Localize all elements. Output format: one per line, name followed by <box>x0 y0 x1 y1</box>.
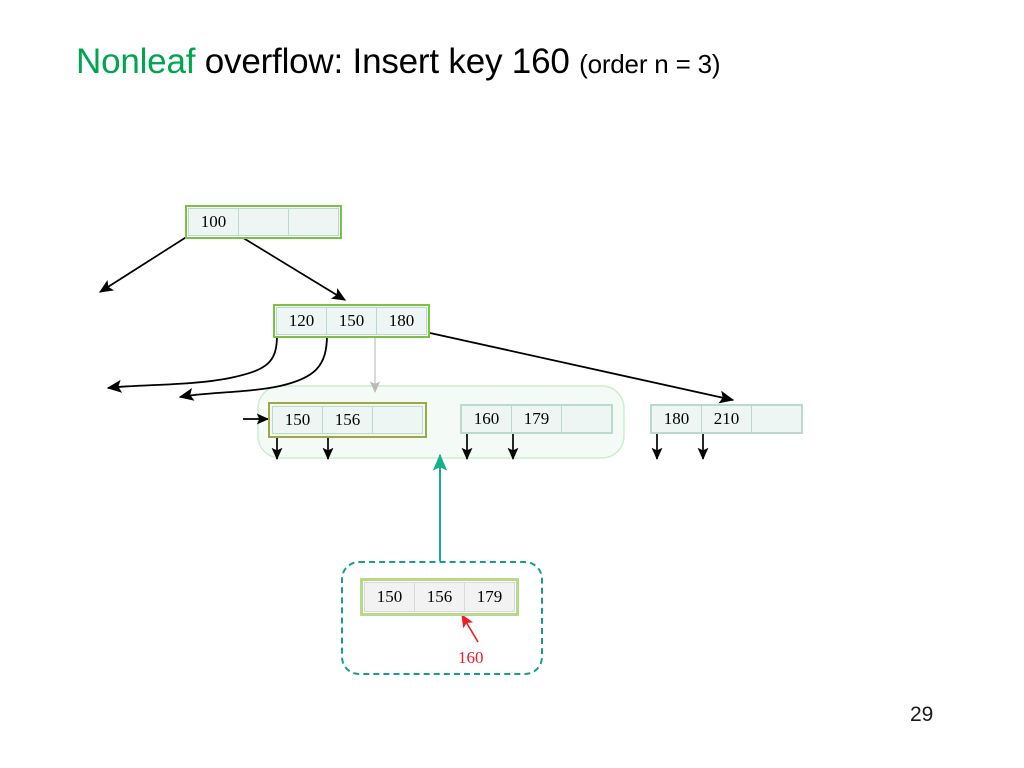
split-cell-1[interactable]: 156 <box>414 582 465 612</box>
root-node[interactable]: 100 <box>185 205 342 239</box>
pointer-internal-left-1 <box>106 334 278 393</box>
split-cell-0[interactable]: 150 <box>364 582 415 612</box>
leaf-node-2[interactable]: 160 179 <box>460 404 613 434</box>
leaf3-cell-0[interactable]: 180 <box>651 405 702 433</box>
pointer-root-to-internal <box>239 235 347 301</box>
pointer-insert-key <box>461 614 479 643</box>
leaf1-cell-1[interactable]: 156 <box>322 406 373 434</box>
split-cell-2[interactable]: 179 <box>464 582 515 612</box>
root-cell-2[interactable] <box>288 208 339 236</box>
internal-cell-0[interactable]: 120 <box>276 307 327 335</box>
internal-cell-2[interactable]: 180 <box>376 307 427 335</box>
pointer-root-left <box>98 235 189 293</box>
leaf1-cell-0[interactable]: 150 <box>272 406 323 434</box>
split-callout-box <box>341 561 543 675</box>
pointer-internal-to-leaf3 <box>429 332 735 404</box>
title-subtitle: (order n = 3) <box>579 49 721 79</box>
leaf2-cell-2[interactable] <box>561 405 612 433</box>
leaf1-cell-2[interactable] <box>372 406 423 434</box>
leaf2-cell-1[interactable]: 179 <box>511 405 562 433</box>
leaf2-cell-0[interactable]: 160 <box>461 405 512 433</box>
root-cell-1[interactable] <box>238 208 289 236</box>
split-preview-node[interactable]: 150 156 179 <box>360 578 519 616</box>
internal-cell-1[interactable]: 150 <box>326 307 377 335</box>
pointer-internal-left-2 <box>178 334 328 401</box>
title-main: overflow: Insert key 160 <box>195 42 580 81</box>
leaf-node-3[interactable]: 180 210 <box>650 404 803 434</box>
leaf3-cell-2[interactable] <box>751 405 802 433</box>
page-number: 29 <box>910 703 934 726</box>
insert-key-label: 160 <box>458 648 484 667</box>
leaf3-cell-1[interactable]: 210 <box>701 405 752 433</box>
root-cell-0[interactable]: 100 <box>188 208 239 236</box>
page-title: Nonleaf overflow: Insert key 160 (order … <box>76 42 721 82</box>
internal-node[interactable]: 120 150 180 <box>273 304 430 338</box>
title-keyword: Nonleaf <box>76 42 196 81</box>
leaf-node-1[interactable]: 150 156 <box>268 402 427 438</box>
